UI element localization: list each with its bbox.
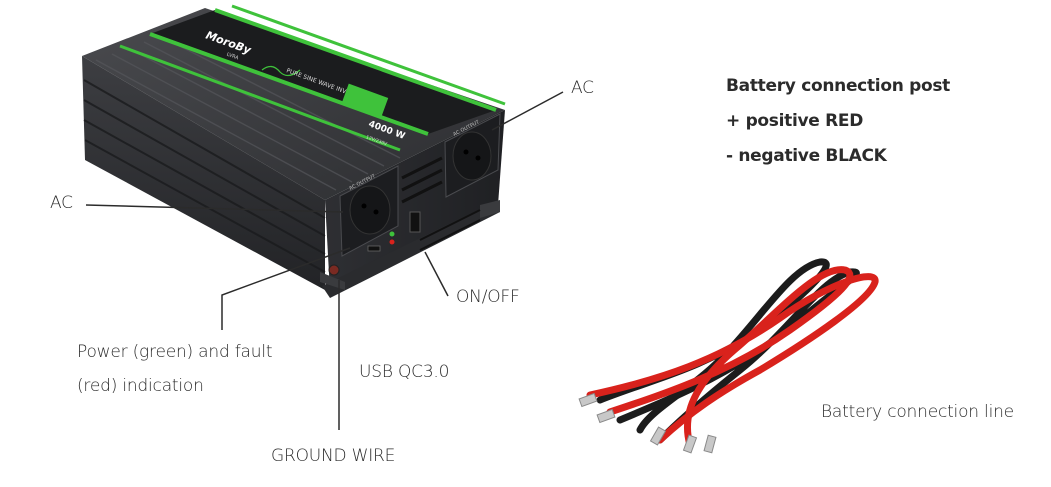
power-badge-bg [341, 83, 389, 119]
ac-right-label: AC [571, 78, 594, 98]
usb-label: USB QC3.0 [359, 362, 450, 382]
fault-indicator [389, 239, 395, 245]
power-indicator [389, 231, 395, 237]
wave-icon [261, 65, 301, 77]
usb-port [367, 245, 381, 252]
top-panel [150, 10, 496, 134]
on-off-switch [409, 211, 421, 233]
red-cable [586, 273, 879, 444]
battery-post-negative: - negative BLACK [726, 146, 887, 166]
battery-post-positive: + positive RED [726, 111, 864, 131]
ground-wire-label: GROUND WIRE [271, 446, 396, 466]
indication-label-line1: Power (green) and fault [77, 342, 273, 362]
indication-label-line2: (red) indication [77, 376, 204, 396]
lug-terminal [578, 392, 598, 408]
on-off-label: ON/OFF [456, 287, 520, 307]
ac-left-label: AC [50, 193, 73, 213]
brand-sub: LVRA [226, 52, 240, 62]
battery-line-label: Battery connection line [821, 402, 1014, 422]
battery-post-title: Battery connection post [726, 76, 951, 96]
